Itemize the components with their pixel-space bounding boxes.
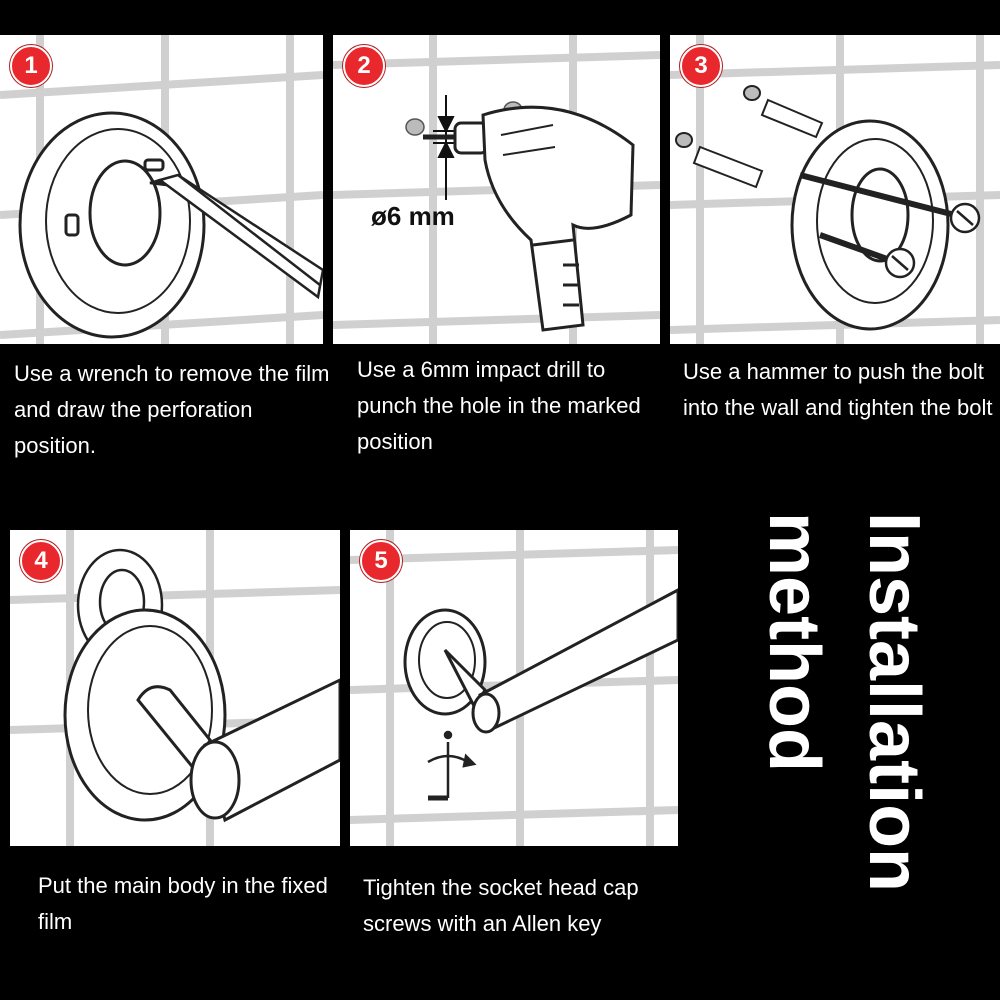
pencil-icon	[149, 173, 323, 300]
step-1-panel: 1	[0, 35, 323, 344]
step-3-badge: 3	[680, 45, 722, 87]
step-4-illustration	[10, 530, 340, 846]
allen-key-icon	[427, 730, 477, 801]
step-4-badge: 4	[20, 540, 62, 582]
towel-bar-icon	[136, 678, 340, 823]
step-5-caption: Tighten the socket head cap screws with …	[363, 875, 639, 936]
mounting-plate-icon	[790, 119, 950, 331]
step-3-panel: 3	[670, 35, 1000, 344]
step-5-panel: 5	[350, 530, 678, 846]
step-3-caption: Use a hammer to push the bolt into the w…	[683, 359, 993, 420]
step-1-illustration	[0, 35, 323, 344]
screw-icon	[799, 172, 981, 279]
towel-bar-base-icon	[63, 608, 227, 822]
title-method: method	[754, 512, 834, 772]
mounting-plate-icon	[18, 111, 206, 339]
step-1-caption: Use a wrench to remove the film and draw…	[14, 361, 330, 458]
impact-drill-icon	[423, 105, 635, 332]
step-3-illustration	[670, 35, 1000, 344]
step-5-badge: 5	[360, 540, 402, 582]
step-2-illustration	[333, 35, 660, 344]
wall-anchor-icon	[675, 85, 824, 189]
step-4-panel: 4	[10, 530, 340, 846]
step-2-caption: Use a 6mm impact drill to punch the hole…	[357, 357, 641, 454]
step-2-panel: 2 ø6 mm	[333, 35, 660, 344]
step-4-caption: Put the main body in the fixed film	[38, 873, 328, 934]
step-1-badge: 1	[10, 45, 52, 87]
title-installation: Installation	[854, 512, 934, 893]
step-5-illustration	[350, 530, 678, 846]
step-2-badge: 2	[343, 45, 385, 87]
drill-size-label: ø6 mm	[371, 201, 455, 231]
towel-bar-icon	[443, 588, 678, 734]
